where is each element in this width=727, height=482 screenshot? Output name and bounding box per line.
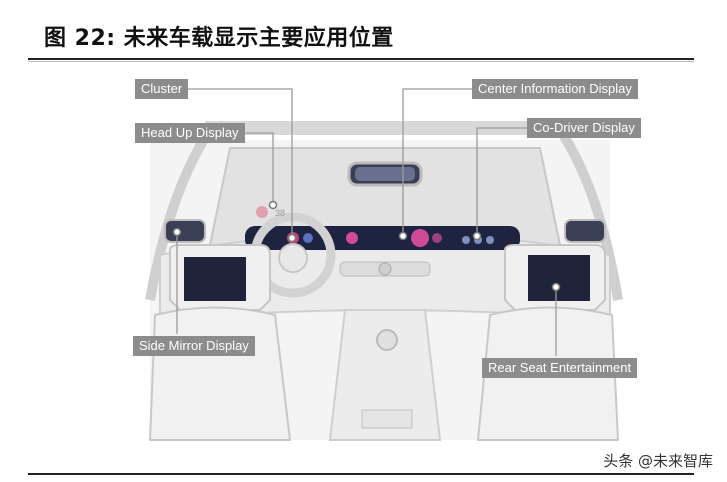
label-co-driver-display: Co-Driver Display (527, 118, 641, 138)
rear-seat-screen-left (184, 257, 246, 301)
label-cluster: Cluster (135, 79, 189, 99)
top-rule-thin (28, 61, 694, 62)
rear-seat-screen-right (528, 255, 590, 301)
bottom-rule (28, 473, 694, 475)
svg-text:38: 38 (275, 208, 285, 218)
label-rear-seat-entertainment: Rear Seat Entertainment (482, 358, 638, 378)
top-rule (28, 58, 694, 60)
left-side-mirror (164, 219, 206, 243)
label-center-information-display: Center Information Display (472, 79, 638, 99)
pillar-to-pillar-display (245, 226, 520, 250)
right-side-mirror (564, 219, 606, 243)
watermark: 头条 @未来智库 (603, 452, 713, 470)
label-side-mirror-display: Side Mirror Display (133, 336, 255, 356)
label-head-up-display: Head Up Display (135, 123, 245, 143)
figure-title: 图 22: 未来车载显示主要应用位置 (44, 26, 394, 51)
